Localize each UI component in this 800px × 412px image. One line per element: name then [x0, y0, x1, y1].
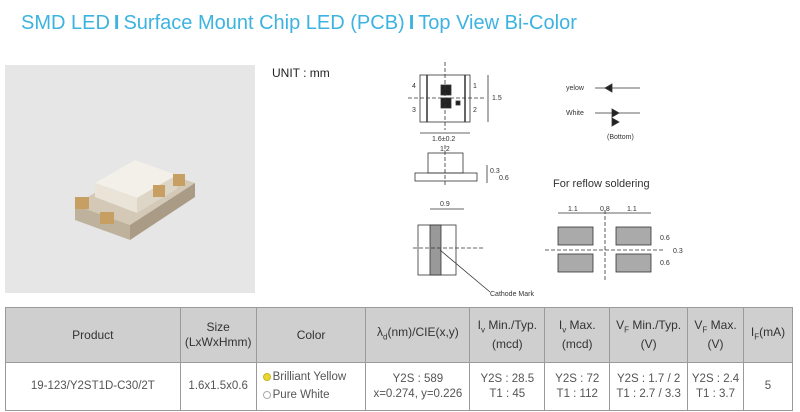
- cell-if: 5: [742, 362, 794, 411]
- spec-table: Product Size(LxWxHmm) Color λd(nm)/CIE(x…: [5, 307, 794, 411]
- header-vf-min: VF Min./Typ.(V): [609, 307, 689, 363]
- pin-label: 2: [473, 107, 477, 114]
- header-if: IF(mA): [742, 307, 794, 363]
- table-row: 19-123/Y2ST1D-C30/2T 1.6x1.5x0.6 Brillia…: [5, 362, 794, 411]
- header-lambda: λd(nm)/CIE(x,y): [365, 307, 471, 363]
- title-part: SMD LED: [21, 12, 110, 34]
- solder-pad-drawing: [545, 210, 665, 280]
- header-iv-min: Iv Min./Typ.(mcd): [469, 307, 546, 363]
- dim-height: 1.5: [492, 95, 502, 102]
- unit-label: UNIT : mm: [272, 66, 330, 80]
- cell-size: 1.6x1.5x0.6: [179, 362, 257, 411]
- yellow-swatch-icon: [262, 373, 271, 381]
- header-size: Size(LxWxHmm): [179, 307, 257, 363]
- pad-dim: 0.6: [660, 260, 670, 267]
- circuit-note: (Bottom): [607, 134, 634, 141]
- yellow-label: yelow: [566, 85, 585, 92]
- reflow-label: For reflow soldering: [553, 178, 650, 190]
- pin-label: 3: [412, 107, 416, 114]
- led-chip-image: [75, 160, 195, 240]
- pad-dim: 1.1: [627, 206, 637, 213]
- cell-color: Brilliant Yellow Pure White: [255, 362, 367, 411]
- title-part: Surface Mount Chip LED (PCB): [123, 12, 405, 34]
- pin-label: 4: [412, 83, 416, 90]
- pad-dim: 0.3: [673, 248, 683, 255]
- white-swatch-icon: [262, 391, 271, 399]
- cell-product: 19-123/Y2ST1D-C30/2T: [5, 362, 181, 411]
- dim-width: 1.6±0.2: [432, 136, 455, 143]
- product-photo: [5, 65, 255, 293]
- side-view-drawing: [414, 145, 488, 185]
- dim-side: 0.3: [490, 168, 500, 175]
- header-color: Color: [255, 307, 367, 363]
- dimension-drawings: 1.6±0.2 1.5 1 2 3 4 1.2 0.3 0.6 yelow Wh…: [408, 62, 683, 298]
- bottom-view-drawing: [413, 208, 491, 293]
- header-product: Product: [5, 307, 181, 363]
- header-vf-max: VF Max.(V): [687, 307, 744, 363]
- circuit-diagram: [595, 83, 640, 127]
- pad-dim: 0.6: [660, 235, 670, 242]
- pin-label: 1: [473, 83, 477, 90]
- title-part: Top View Bi-Color: [418, 12, 577, 34]
- white-label: White: [566, 110, 584, 117]
- pad-dim: 1.1: [568, 206, 578, 213]
- color-name: Pure White: [272, 389, 330, 401]
- title-separator: I: [113, 12, 120, 34]
- dim-side: 0.6: [499, 175, 509, 182]
- header-iv-max: Iv Max.(mcd): [544, 307, 611, 363]
- top-view-drawing: [408, 62, 489, 134]
- title-separator: I: [408, 12, 415, 34]
- dim-bottom: 0.9: [440, 201, 450, 208]
- color-name: Brilliant Yellow: [272, 371, 347, 383]
- dim-top: 1.2: [440, 146, 450, 153]
- cathode-mark-label: Cathode Mark: [490, 291, 534, 298]
- pad-dim: 0.8: [600, 206, 610, 213]
- table-header-row: Product Size(LxWxHmm) Color λd(nm)/CIE(x…: [5, 307, 794, 363]
